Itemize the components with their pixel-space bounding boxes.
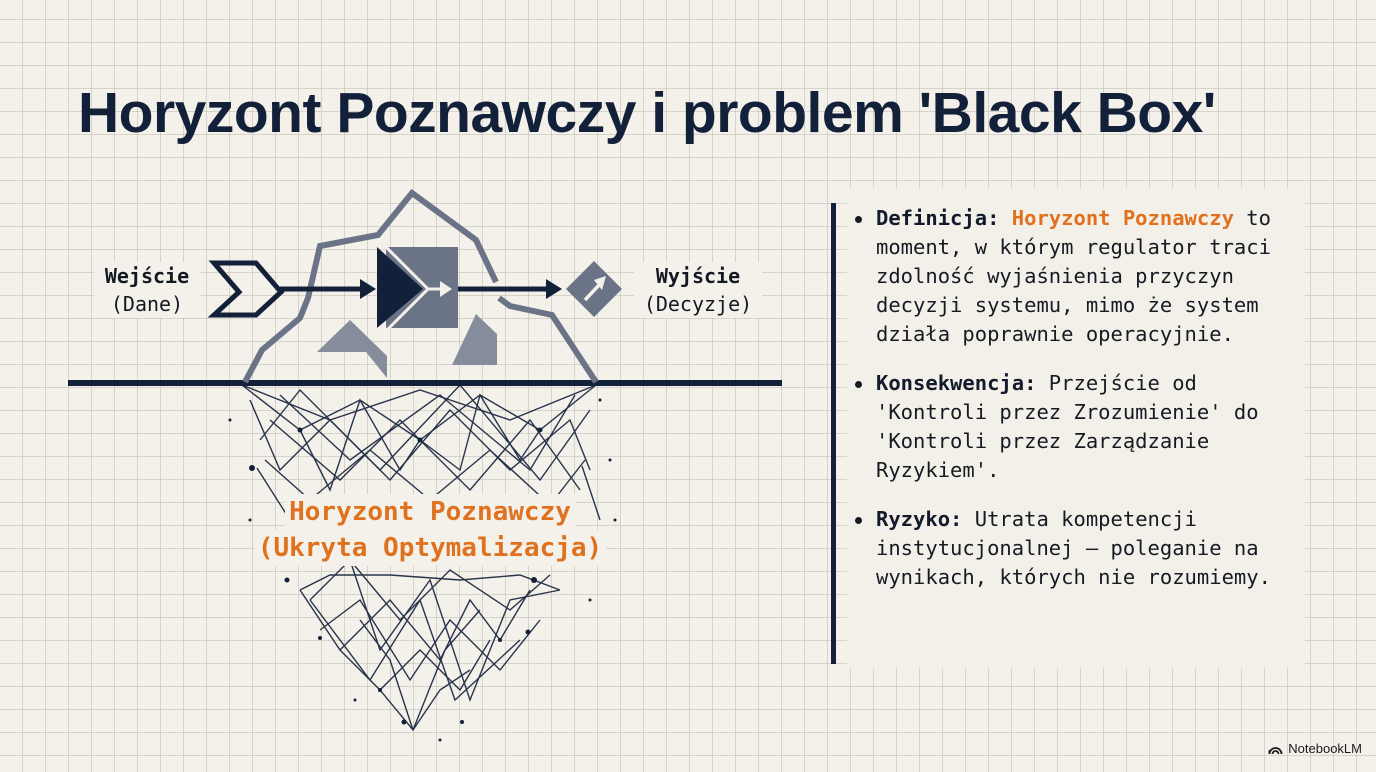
iceberg-black-box-diagram: Wejście (Dane) Wyjście (Decyzje) Horyzon… (68, 188, 782, 742)
network-nodes-icon (228, 398, 617, 742)
output-label: Wyjście (Decyzje) (634, 262, 762, 318)
black-box-triangle (377, 247, 423, 328)
iceberg-fragment-left (317, 320, 387, 378)
hidden-optimization-label: Horyzont Poznawczy (Ukryta Optymalizacja… (240, 494, 620, 566)
bullet-risk: Ryzyko: Utrata kompetencji instytucjonal… (852, 505, 1302, 592)
slide-title: Horyzont Poznawczy i problem 'Black Box' (78, 81, 1216, 145)
notebooklm-logo-icon (1268, 746, 1283, 754)
input-chevron-icon (207, 260, 285, 318)
input-label: Wejście (Dane) (94, 262, 200, 318)
iceberg-fragment-right (452, 314, 497, 365)
bullet-definition: Definicja: Horyzont Poznawczy to moment,… (852, 204, 1302, 349)
arrow-head-icon (360, 279, 376, 299)
iceberg-illustration (68, 188, 782, 742)
bullet-consequence: Konsekwencja: Przejście od 'Kontroli prz… (852, 369, 1302, 485)
waterline (68, 380, 782, 386)
notebooklm-watermark: NotebookLM (1268, 741, 1362, 756)
panel-divider (831, 203, 836, 664)
iceberg-outline-icon (242, 188, 599, 384)
explanation-panel (847, 188, 1305, 668)
bullet-list: Definicja: Horyzont Poznawczy to moment,… (852, 204, 1302, 612)
